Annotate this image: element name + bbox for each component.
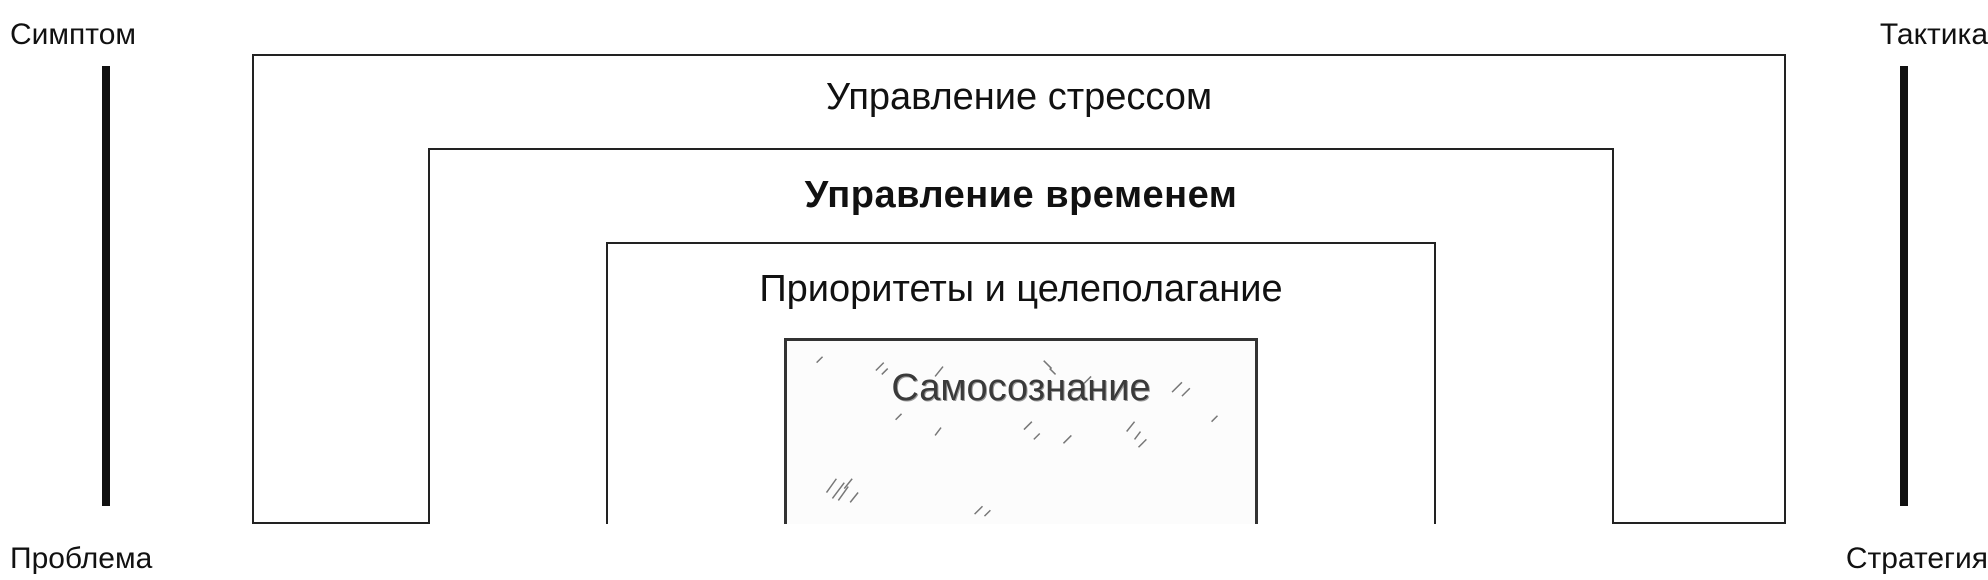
level-self-label: Самосознание xyxy=(891,367,1151,409)
left-axis-bar xyxy=(102,66,110,506)
label-tactics: Тактика xyxy=(1879,18,1988,51)
level-self-awareness: Самосознание xyxy=(784,338,1258,524)
label-problem: Проблема xyxy=(10,542,153,575)
label-symptom: Симптом xyxy=(10,18,137,51)
level-priorities-label: Приоритеты и целеполагание xyxy=(759,268,1283,310)
level-time-label: Управление временем xyxy=(804,174,1238,216)
label-strategy: Стратегия xyxy=(1845,542,1988,575)
noise-texture xyxy=(816,356,1219,517)
right-axis-bar xyxy=(1900,66,1908,506)
level-stress-label: Управление стрессом xyxy=(825,76,1213,118)
